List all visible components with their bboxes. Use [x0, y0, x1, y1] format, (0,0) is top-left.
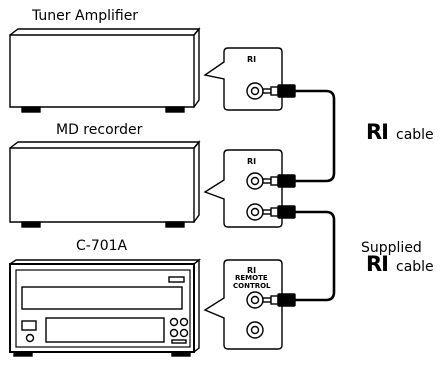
plug-cd — [262, 293, 296, 307]
tuner-jack-ri-label: RI — [247, 55, 257, 64]
cd-jack-ri-label: RI — [247, 266, 257, 275]
cd-remote-control-jack-panel — [203, 259, 283, 350]
tuner-ri-jack-panel — [203, 47, 283, 111]
supplied-label: Supplied — [361, 240, 422, 256]
cd-jack-control-label: CONTROL — [233, 282, 271, 290]
ri-cable-wire — [295, 89, 336, 183]
md-jack-ri-label: RI — [247, 157, 257, 166]
supplied-ri-cable-wire — [295, 210, 336, 302]
md-ri-jack-panel — [203, 149, 283, 228]
cd-jack-remote-label: REMOTE — [235, 274, 268, 282]
supplied-ri-logo: RI — [366, 252, 389, 276]
md-recorder-unit — [9, 140, 201, 228]
supplied-cable-label: cable — [396, 259, 434, 275]
cd-player-unit — [9, 258, 201, 357]
ri-cable-logo: RI — [366, 120, 389, 144]
md-recorder-label: MD recorder — [56, 122, 143, 138]
ri-cable-label: cable — [396, 127, 434, 143]
tuner-amplifier-unit — [9, 27, 201, 113]
tuner-amplifier-label: Tuner Amplifier — [32, 8, 139, 24]
plug-md-second — [262, 205, 296, 219]
c701a-label: C-701A — [76, 238, 128, 254]
